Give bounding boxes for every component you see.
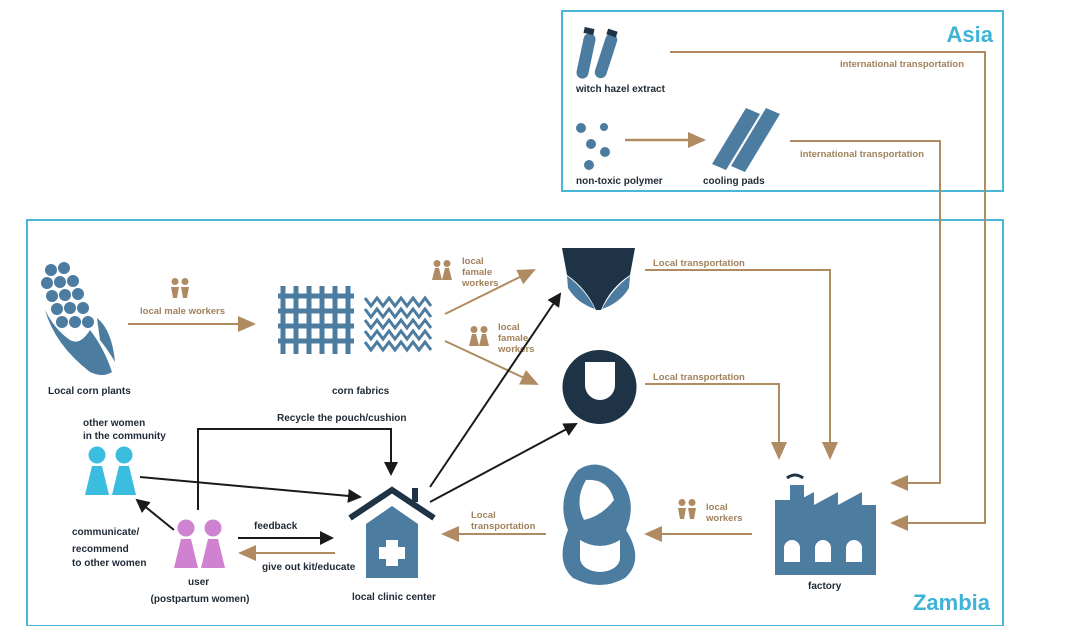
asia-label: Asia xyxy=(947,22,994,47)
clinic-label: local clinic center xyxy=(352,592,436,603)
asia-region xyxy=(561,10,1004,192)
clinic-to-underwear-arrow xyxy=(429,292,562,488)
local-transport-line-2 xyxy=(645,383,787,460)
user-to-other-women-arrow xyxy=(135,498,175,531)
woven-fabric-icon xyxy=(278,286,354,354)
dots-icon xyxy=(576,123,610,170)
recycle-arrow xyxy=(197,428,398,510)
local-transport-label-3: Local transportation xyxy=(471,510,536,532)
factory-label: factory xyxy=(808,581,842,592)
cooling-pads-label: cooling pads xyxy=(703,176,765,187)
corn-plants-label: Local corn plants xyxy=(48,386,131,397)
local-transport-line-1 xyxy=(645,269,838,460)
intl-transport-line-1 xyxy=(670,51,986,531)
clinic-to-cushion-arrow xyxy=(429,423,578,503)
give-out-label: give out kit/educate xyxy=(262,562,356,573)
witch-hazel-label: witch hazel extract xyxy=(575,84,666,95)
user-label: user (postpartum women) xyxy=(151,577,250,605)
corn-fabrics-label: corn fabrics xyxy=(332,386,390,397)
cooling-pads-icon xyxy=(712,108,780,172)
communicate-label: communicate/ recommend to other women xyxy=(72,527,146,569)
female-workers-icon-a xyxy=(432,260,452,280)
local-transport-label-1: Local transportation xyxy=(653,258,745,269)
female-workers-label-b: local famale workers xyxy=(497,322,534,355)
pouch-icon xyxy=(562,464,636,585)
zambia-label: Zambia xyxy=(913,590,991,615)
recycle-label: Recycle the pouch/cushion xyxy=(277,413,406,424)
feedback-label: feedback xyxy=(254,521,298,532)
male-workers-label: local male workers xyxy=(140,306,225,317)
local-workers-icon xyxy=(678,499,696,519)
polymer-label: non-toxic polymer xyxy=(576,176,663,187)
intl-transport-label-1: international transportation xyxy=(840,59,964,70)
factory-icon xyxy=(775,473,876,575)
test-tubes-icon xyxy=(576,27,618,79)
female-workers-icon-b xyxy=(469,326,489,346)
corn-icon xyxy=(41,262,115,375)
knit-fabric-icon xyxy=(363,295,433,353)
intl-transport-line-2 xyxy=(790,140,941,491)
other-women-icon xyxy=(85,446,136,495)
fabric-to-cushion-arrow xyxy=(444,340,539,385)
female-workers-label-a: local famale workers xyxy=(461,256,498,289)
donut-cushion-icon xyxy=(562,350,637,424)
clinic-house-icon xyxy=(348,486,436,578)
underwear-icon xyxy=(562,248,635,310)
other-women-to-clinic-arrow xyxy=(139,476,362,503)
intl-transport-label-2: international transportation xyxy=(800,149,924,160)
local-workers-label: local workers xyxy=(705,502,742,524)
other-women-label: other women in the community xyxy=(83,418,166,442)
user-icon xyxy=(174,519,225,568)
fabric-to-underwear-arrow xyxy=(444,269,536,315)
male-workers-icon xyxy=(171,278,189,298)
local-transport-label-2: Local transportation xyxy=(653,372,745,383)
